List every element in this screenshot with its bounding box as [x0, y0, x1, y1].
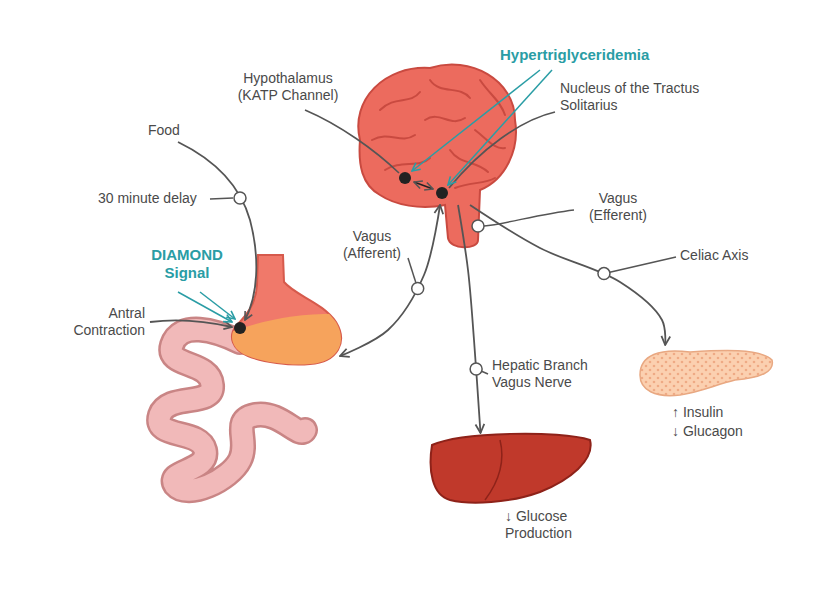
pancreas — [640, 350, 772, 395]
brain-folds — [372, 80, 505, 188]
nerve-connector — [340, 205, 440, 356]
label-marker — [412, 282, 424, 294]
nts-leader — [449, 112, 555, 188]
signal-label: DIAMOND Signal — [140, 246, 234, 282]
nerve-label: Vagus (Efferent) — [578, 190, 658, 224]
diamond-arrow — [200, 292, 235, 319]
efferent-marker — [472, 220, 484, 232]
label-leader — [482, 371, 488, 374]
hypothalamus-nts-link — [414, 182, 433, 189]
nts-dot — [436, 187, 448, 199]
stomach-contents — [225, 314, 350, 372]
food-line — [178, 142, 256, 320]
label-marker — [598, 268, 610, 280]
label-marker — [470, 363, 482, 375]
liver-node: ↓ Glucose Production — [428, 433, 592, 505]
antral-leader — [150, 320, 232, 327]
annotation-label: Hypertriglyceridemia — [500, 46, 670, 64]
organ-label: ↓ Glucose Production — [505, 508, 595, 542]
organ-label: ↑ Insulin — [672, 404, 762, 421]
pancreas-node: ↑ Insulin↓ Glucagon — [638, 345, 774, 400]
label-leader — [610, 257, 676, 272]
delay-marker — [234, 192, 246, 204]
hypertriglyceridemia-arrow — [448, 70, 552, 185]
hypertriglyceridemia-arrow — [412, 70, 540, 171]
nerve-connector — [458, 205, 480, 433]
delay-leader — [210, 198, 233, 199]
stomach-node: Antral Contraction — [140, 255, 340, 490]
label-leader — [408, 258, 416, 283]
liver — [431, 434, 591, 503]
organ-label: Nucleus of the Tractus Solitarius — [560, 80, 700, 114]
organ-label: Hypothalamus (KATP Channel) — [228, 70, 348, 104]
nerve-label: Hepatic Branch Vagus Nerve — [492, 357, 602, 391]
hypothalamus-leader — [305, 110, 399, 173]
nerve-label: Celiac Axis — [680, 247, 770, 264]
nerve-connector — [470, 205, 665, 345]
brain-node: Hypothalamus (KATP Channel)Nucleus of th… — [355, 60, 517, 205]
liver-lobe-line — [485, 440, 502, 500]
delay-label: 30 minute delay — [98, 190, 208, 207]
nerve-label: Vagus (Afferent) — [332, 228, 412, 262]
organ-label: ↓ Glucagon — [672, 423, 762, 440]
antral-dot — [234, 322, 246, 334]
hypothalamus-dot — [399, 172, 411, 184]
organ-label: Antral Contraction — [60, 305, 145, 339]
input-label: Food — [148, 122, 208, 139]
pancreas-texture — [640, 350, 772, 395]
